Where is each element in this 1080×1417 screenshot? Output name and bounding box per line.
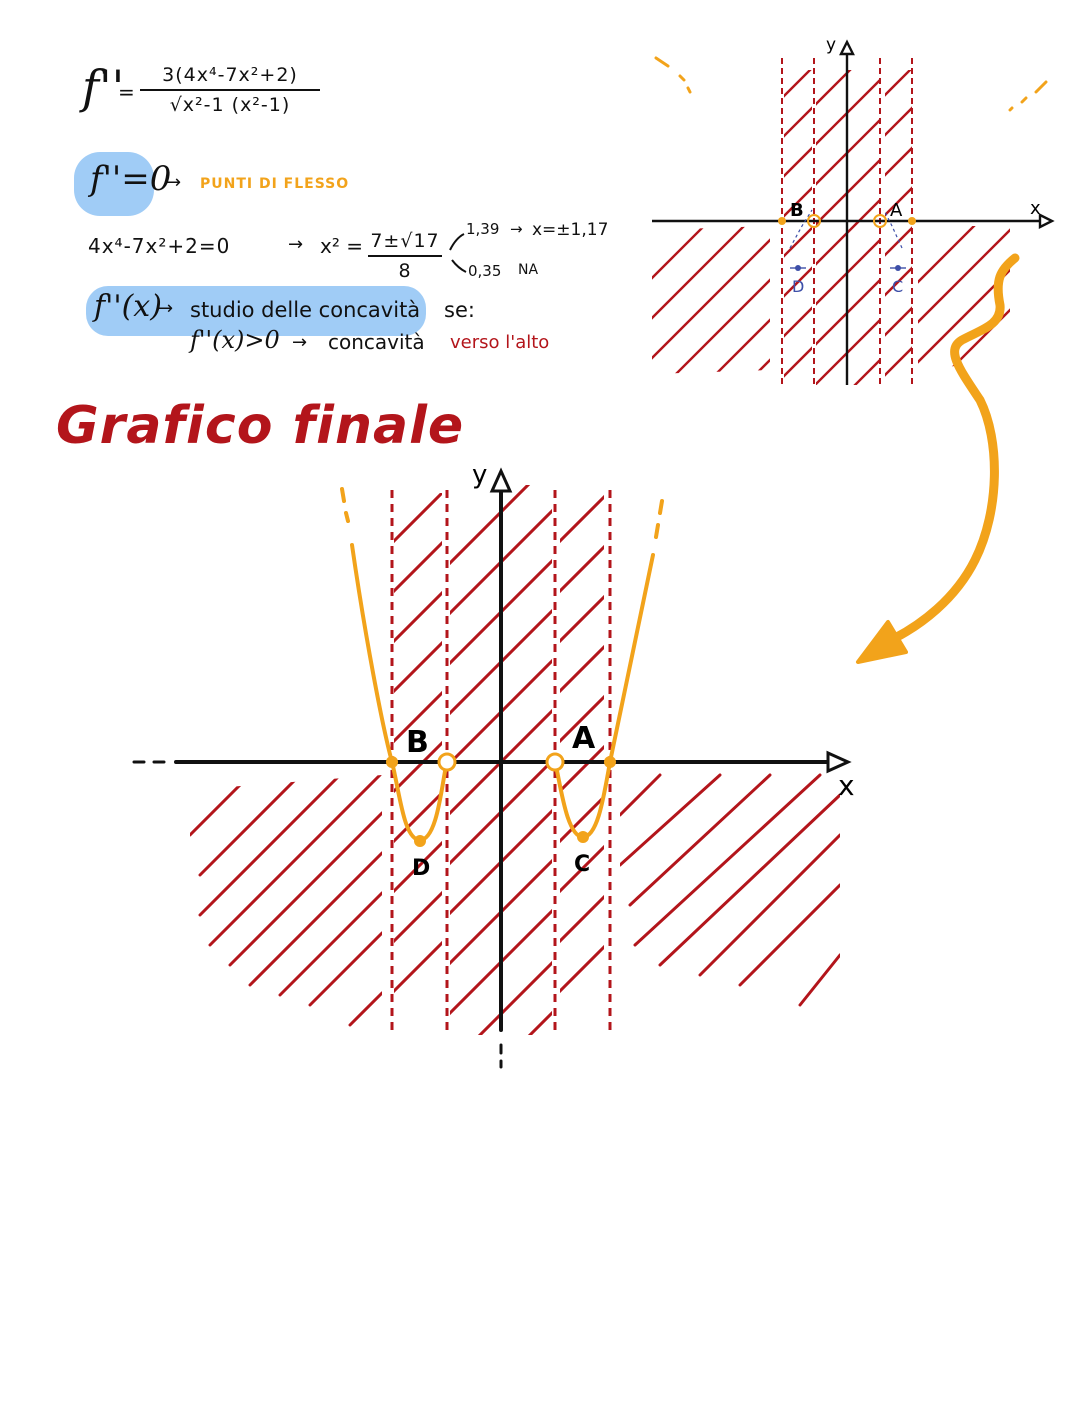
final-curve xyxy=(340,487,664,843)
final-point-c: C xyxy=(574,852,590,877)
final-points xyxy=(386,752,616,847)
arrow-flesso: → xyxy=(166,172,182,193)
sketch-point-b: B xyxy=(790,200,804,221)
sketch-tick-marks xyxy=(654,56,1048,112)
sketch-x-label: x xyxy=(1030,198,1041,219)
second-derivative-fraction: 3(4x⁴-7x²+2) √x²-1 (x²-1) xyxy=(140,64,320,116)
final-x-label: x xyxy=(838,769,855,802)
sketch-tangents xyxy=(789,209,903,249)
equals-sign: = xyxy=(118,80,135,104)
solution-fraction: 7±√17 8 xyxy=(368,230,442,282)
zero-condition: f''=0 xyxy=(90,159,172,199)
solution-numerator: 7±√17 xyxy=(370,230,440,252)
final-y-label: y xyxy=(472,460,487,490)
root-1-arrow: → xyxy=(510,220,523,238)
final-graph-title: Grafico finale xyxy=(56,396,465,456)
final-point-a: A xyxy=(572,721,596,756)
branch-lines xyxy=(449,233,467,273)
sketch-hatch xyxy=(652,70,1010,385)
small-sketch: y x B A D C xyxy=(652,35,1055,385)
final-hatch xyxy=(190,485,840,1035)
sketch-points xyxy=(778,214,916,271)
sketch-point-d: D xyxy=(792,277,804,296)
highlight-zero xyxy=(74,152,154,216)
fraction-bar xyxy=(140,89,320,91)
second-derivative-formula: f'' = 3(4x⁴-7x²+2) √x²-1 (x²-1) xyxy=(82,58,322,138)
final-axes xyxy=(132,467,852,1069)
final-graph: y x B A D C xyxy=(132,460,855,1069)
solution-denominator: 8 xyxy=(398,260,412,282)
concavity-arrow: → xyxy=(158,298,174,319)
concavity-se: se: xyxy=(444,298,475,322)
root-1-result: x=±1,17 xyxy=(532,220,609,240)
concavity-fpp: f''(x) xyxy=(94,289,162,324)
sketch-point-c: C xyxy=(892,277,903,296)
root-2-note: NA xyxy=(518,262,539,278)
sketch-y-label: y xyxy=(826,35,836,55)
condition-arrow: → xyxy=(292,332,308,353)
concavity-direction: verso l'alto xyxy=(450,332,550,353)
concavity-result: concavità xyxy=(328,330,425,354)
x-squared-label: x² = xyxy=(320,234,363,258)
fraction-denominator: √x²-1 (x²-1) xyxy=(169,94,291,116)
fpp-symbol: f'' xyxy=(82,60,125,114)
quartic-equation: 4x⁴-7x²+2=0 xyxy=(88,234,231,258)
concavity-condition: f''(x)>0 xyxy=(190,326,280,354)
sketch-axes xyxy=(652,39,1055,385)
root-1: 1,39 xyxy=(466,220,500,238)
final-point-d: D xyxy=(412,856,430,881)
transition-arrow xyxy=(856,253,1020,664)
concavity-text: studio delle concavità xyxy=(190,298,421,322)
root-2: 0,35 xyxy=(468,262,502,280)
flesso-label: PUNTI DI FLESSO xyxy=(200,176,350,192)
final-point-b: B xyxy=(406,725,429,760)
solution-bar xyxy=(368,255,442,257)
sketch-point-a: A xyxy=(890,200,903,221)
highlight-concavity xyxy=(86,286,426,336)
fraction-numerator: 3(4x⁴-7x²+2) xyxy=(162,64,298,86)
arrow-solve: → xyxy=(288,234,304,255)
